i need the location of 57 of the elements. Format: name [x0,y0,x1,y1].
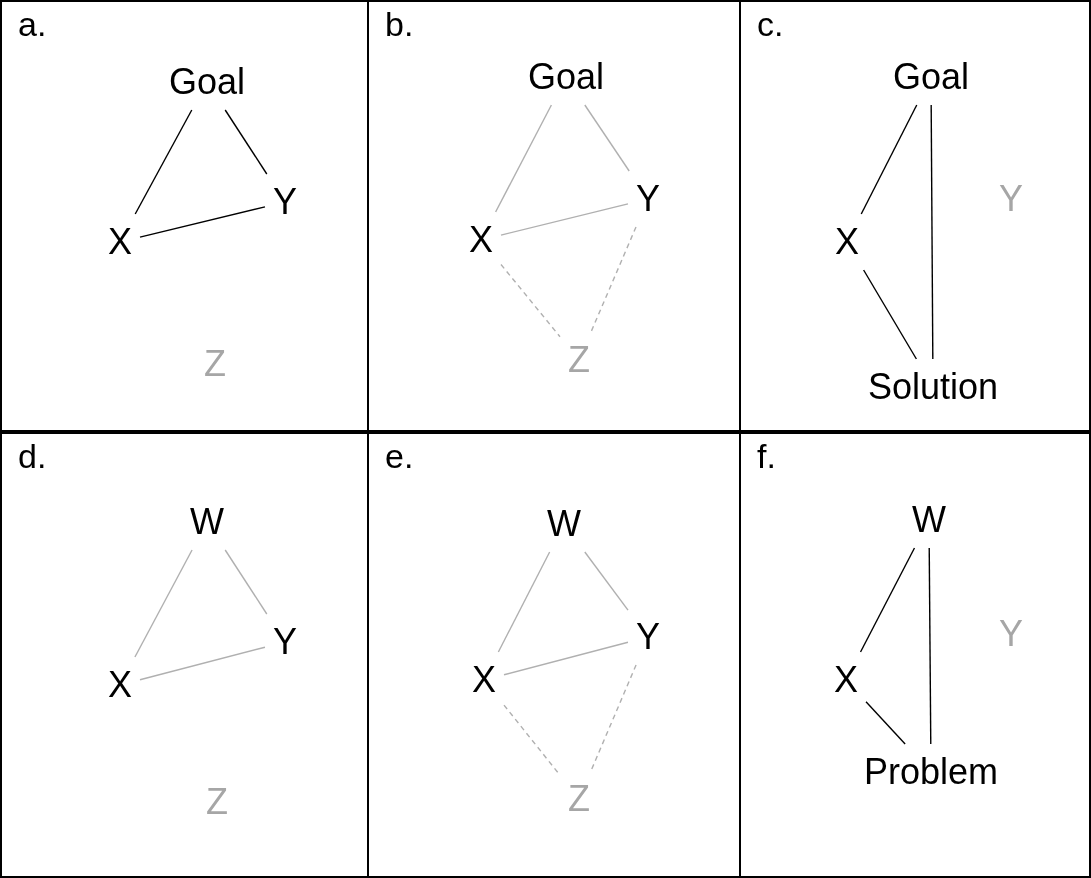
connector-line [862,269,918,360]
node-label: Z [198,774,236,830]
node-label: Z [560,332,598,388]
connector-line [134,109,193,215]
node-label: Y [991,606,1031,662]
node-label: X [100,214,140,270]
node-label: W [904,492,954,548]
node-label: Solution [859,359,1007,415]
connector-line [930,104,934,360]
node-label: X [461,212,501,268]
dashed-line [590,226,637,333]
node-label: Y [991,171,1031,227]
connector-line [224,109,268,175]
connector-line [139,646,266,681]
panel-letter: a. [18,4,47,44]
panel-letter: e. [385,436,414,476]
node-label: W [182,494,232,550]
node-label: W [539,496,589,552]
node-label: Y [628,609,668,665]
connector-line [859,547,916,653]
connector-line [584,551,629,611]
node-label: Z [196,336,234,392]
panel [368,0,740,432]
node-label: X [827,214,867,270]
node-label: X [464,652,504,708]
panel-letter: d. [18,436,47,476]
panel-letter: f. [757,436,776,476]
node-label: Problem [855,744,1007,800]
node-label: Goal [885,49,977,105]
connector-line [500,203,629,236]
node-label: Y [628,171,668,227]
node-label: Goal [161,54,253,110]
connector-line [503,641,629,676]
node-label: Z [560,771,598,827]
node-label: Goal [520,49,612,105]
connector-line [494,104,553,213]
dashed-line [590,664,637,772]
panel [740,432,1091,878]
panel-letter: c. [757,4,784,44]
panel [740,0,1091,432]
node-label: Y [265,614,305,670]
node-label: X [100,657,140,713]
connector-line [139,206,266,238]
panel [368,432,740,878]
dashed-line [500,263,561,338]
connector-line [134,549,193,658]
connector-line [865,700,906,745]
node-label: X [826,652,866,708]
connector-line [584,104,630,172]
connector-line [860,104,918,215]
panel [0,0,368,432]
connector-line [224,549,268,615]
connector-line [928,547,932,745]
panel [0,432,368,878]
panel-letter: b. [385,4,414,44]
connector-line [497,551,551,653]
node-label: Y [265,174,305,230]
